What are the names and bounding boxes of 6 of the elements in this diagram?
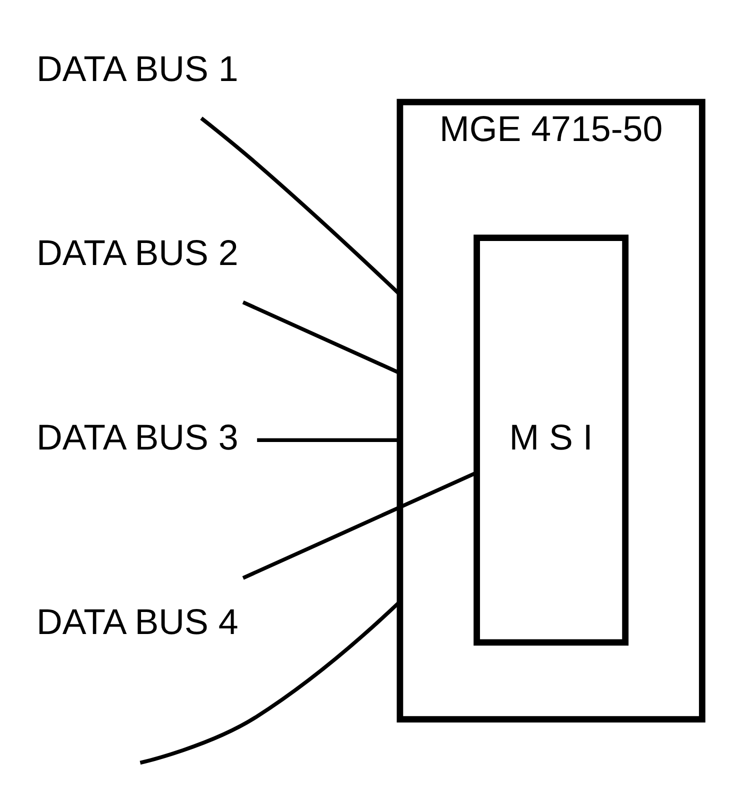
node-box: M S I bbox=[474, 234, 629, 646]
node-text: DATA BUS 3 bbox=[36, 417, 238, 458]
connector bbox=[257, 438, 400, 442]
node-text: DATA BUS 2 bbox=[36, 232, 238, 273]
node-text: DATA BUS 4 bbox=[36, 602, 238, 642]
node-text: DATA BUS 1 bbox=[36, 48, 238, 88]
